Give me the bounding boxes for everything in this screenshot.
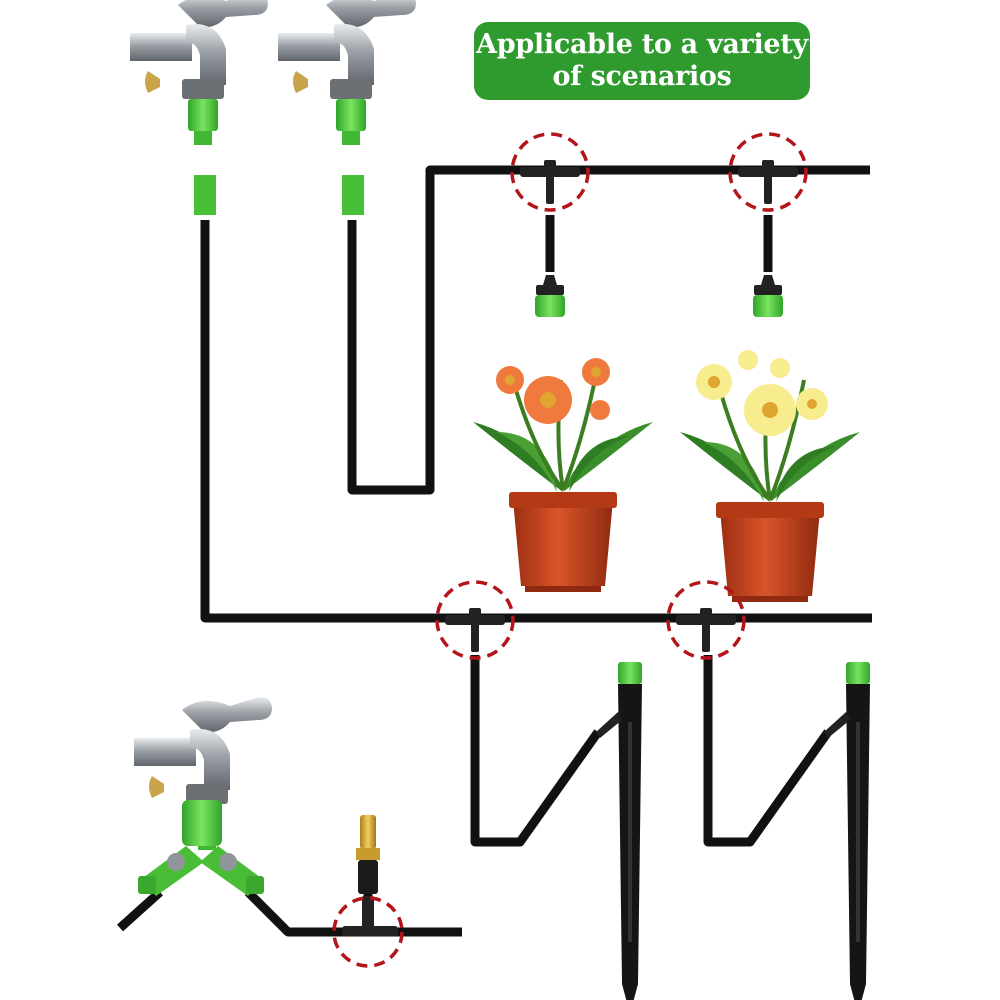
faucet-icon	[130, 0, 268, 215]
badge-line-1: Applicable to a variety	[476, 29, 808, 60]
stake-feed-2	[703, 655, 832, 847]
tee-connector-icon	[728, 132, 808, 212]
scenario-badge: Applicable to a variety of scenarios	[474, 22, 810, 100]
dripper-icon	[753, 275, 783, 317]
splitter-hose	[116, 888, 462, 937]
irrigation-stake-icon	[824, 662, 870, 1000]
potted-flower-icon	[678, 350, 862, 604]
tee-connector-icon	[510, 132, 590, 212]
faucet-icon	[278, 0, 416, 215]
potted-flower-icon	[471, 358, 655, 594]
tee-connector-icon	[666, 580, 746, 660]
lower-hose	[200, 220, 872, 623]
tee-connector-icon	[332, 896, 404, 968]
irrigation-stake-icon	[596, 662, 642, 1000]
stake-feed-1	[470, 655, 602, 847]
brass-mist-nozzle-icon	[356, 815, 380, 894]
tee-connector-icon	[435, 580, 515, 660]
y-splitter-icon	[138, 800, 264, 896]
dripper-icon	[535, 275, 565, 317]
badge-line-2: of scenarios	[552, 61, 732, 92]
